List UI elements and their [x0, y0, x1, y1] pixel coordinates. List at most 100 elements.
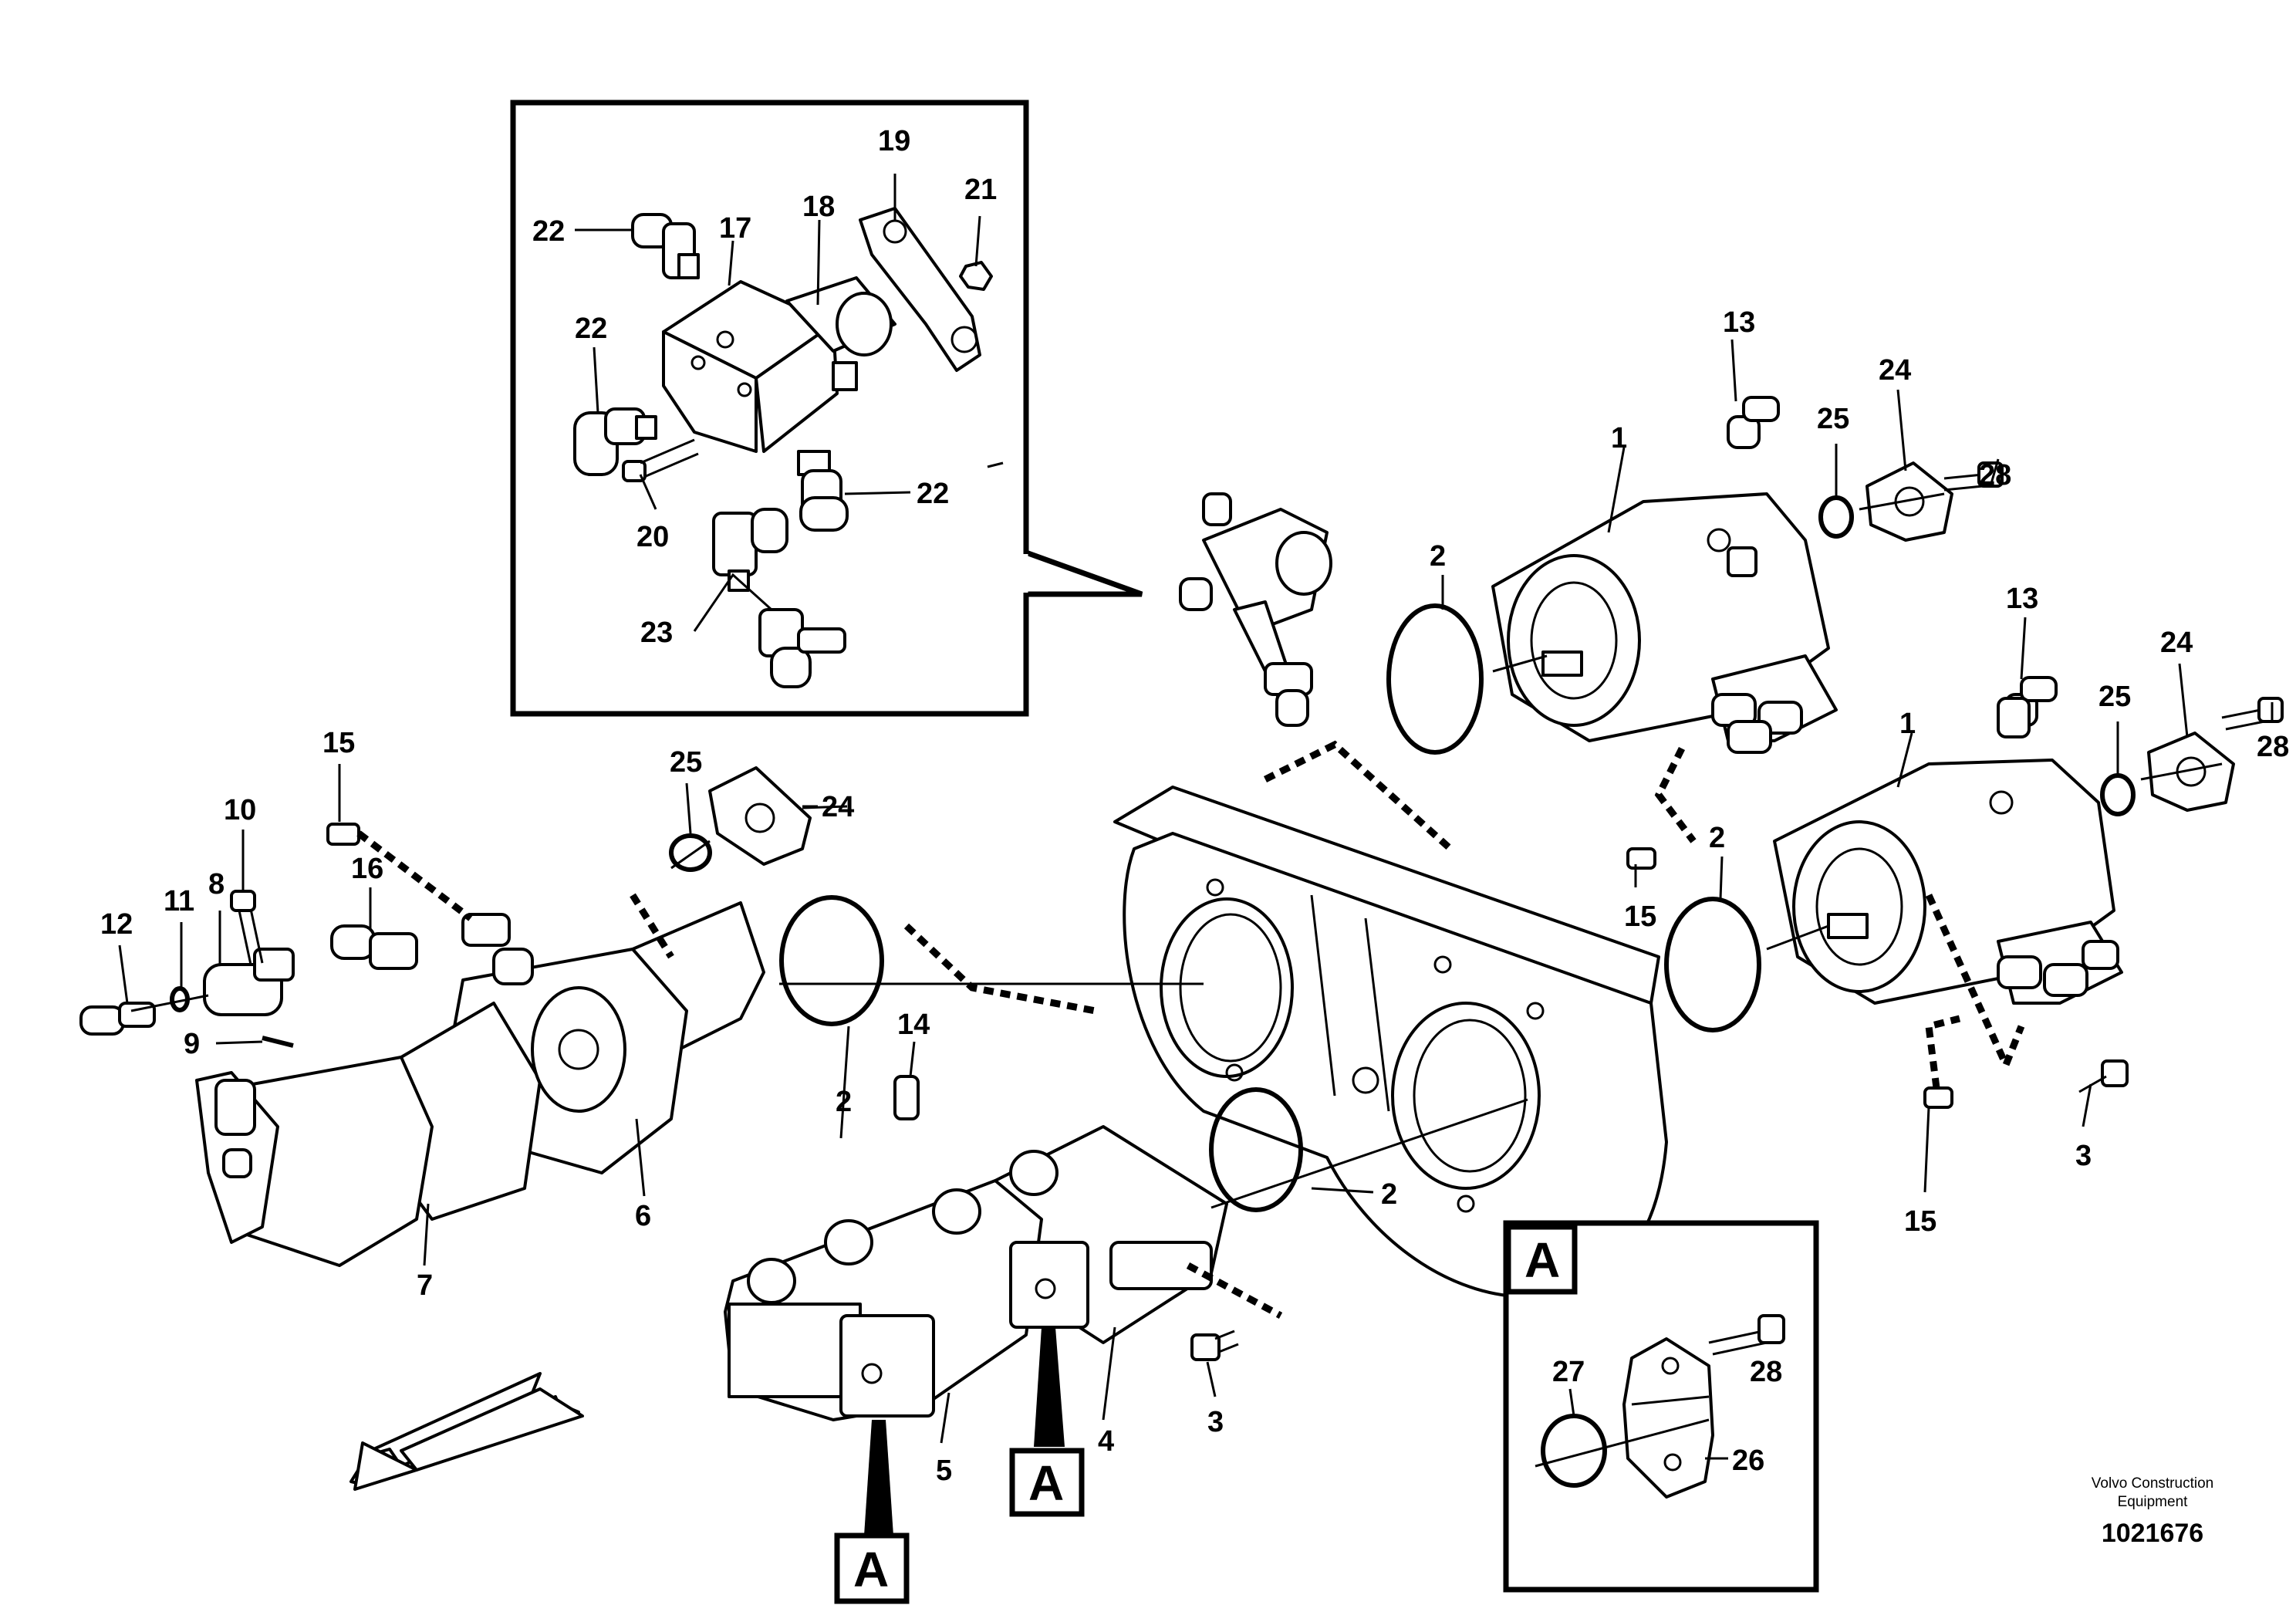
- pump-assembly-4-5: [724, 1125, 1228, 1421]
- manufacturer-name: Volvo Construction: [2092, 1475, 2213, 1492]
- elbow-13-right: [1997, 697, 2031, 738]
- callout-7: 7: [417, 1269, 433, 1302]
- plug-15-left: [326, 823, 360, 846]
- callout-13: 13: [2006, 583, 2038, 615]
- bracket-19: [859, 207, 981, 372]
- hydraulic-pump-1-upper: [1491, 396, 1838, 754]
- elbow-22-left: [573, 407, 657, 476]
- callout-2: 2: [1430, 540, 1446, 573]
- pump-drive-housing: [1113, 786, 1668, 1299]
- callout-2: 2: [1381, 1178, 1397, 1211]
- callout-22: 22: [917, 478, 949, 510]
- callout-26: 26: [1732, 1445, 1764, 1477]
- callout-16: 16: [351, 853, 383, 885]
- axis-lines: [130, 461, 2223, 1209]
- callout-28: 28: [1750, 1356, 1782, 1388]
- callout-14: 14: [897, 1009, 930, 1041]
- view-a-label: A: [853, 1542, 889, 1597]
- callout-8: 8: [208, 868, 225, 901]
- callout-27: 27: [1552, 1356, 1585, 1388]
- leader-lines: [118, 339, 2274, 1444]
- elbow-22-bottom: [797, 450, 849, 532]
- bolt-28-detail: [1708, 1314, 1785, 1356]
- callout-12: 12: [100, 908, 133, 941]
- tee-fitting-23-lower: [758, 608, 846, 688]
- fitting-14: [893, 1075, 920, 1120]
- hydraulic-pump-1-lower: [1773, 676, 2123, 1005]
- o-ring-2-left: [779, 895, 884, 1026]
- o-ring-25-top: [1818, 495, 1854, 539]
- manufacturer-name-line2: Equipment: [2118, 1494, 2189, 1510]
- callout-24: 24: [1879, 354, 1911, 387]
- screw-20: [622, 438, 699, 482]
- callout-24: 24: [822, 791, 854, 823]
- screw-3-bottom: [1190, 1330, 1239, 1361]
- callout-6: 6: [635, 1200, 651, 1232]
- callout-22: 22: [532, 215, 565, 248]
- view-a-label: A: [1028, 1455, 1064, 1511]
- callout-4: 4: [1098, 1425, 1114, 1458]
- callout-25: 25: [2098, 681, 2131, 713]
- callout-17: 17: [719, 212, 751, 245]
- callout-15: 15: [1624, 901, 1656, 933]
- callout-3: 3: [1207, 1406, 1224, 1438]
- o-ring-25-left: [669, 833, 712, 872]
- callout-10: 10: [224, 794, 256, 826]
- detail-view-a: A 27 28 26: [1503, 1220, 1819, 1593]
- mounted-valve-group: [1179, 492, 1332, 727]
- direction-arrow: [349, 1372, 584, 1491]
- callout-numbers: 22 17 18 19 21 22 20 22 23 13 1 25 24 28…: [100, 125, 2289, 1487]
- callout-23: 23: [640, 617, 673, 649]
- elbow-22-top: [631, 213, 700, 279]
- callout-2: 2: [1709, 822, 1725, 854]
- view-a-marker-right: A: [1009, 1327, 1085, 1517]
- valve-8: [203, 948, 295, 1016]
- pump-assembly-6-7: [195, 901, 765, 1267]
- o-ring-2-bottom: [1209, 1087, 1303, 1212]
- screw-10: [230, 890, 264, 965]
- bolt-28-right: [2221, 697, 2284, 731]
- callout-18: 18: [802, 191, 835, 223]
- callout-13: 13: [1723, 306, 1755, 339]
- detail-inset: [510, 100, 1143, 717]
- tee-fitting-23-upper: [712, 508, 788, 592]
- o-ring-2-top: [1386, 603, 1484, 755]
- plug-15-center: [1626, 847, 1656, 870]
- callout-9: 9: [184, 1028, 200, 1060]
- callout-28: 28: [2257, 731, 2289, 763]
- callout-20: 20: [636, 521, 669, 553]
- elbow-fitting-12: [79, 1002, 156, 1036]
- document-number: 1021676: [2102, 1519, 2203, 1548]
- callout-1: 1: [1611, 422, 1627, 454]
- flange-24-right: [2147, 732, 2235, 812]
- solenoid-18: [785, 276, 896, 391]
- split-flange-26: [1622, 1337, 1714, 1499]
- screw-3-right: [2078, 1059, 2129, 1093]
- callout-15: 15: [322, 727, 355, 759]
- callout-11: 11: [164, 885, 194, 917]
- view-a-marker-left: A: [834, 1420, 910, 1604]
- o-ring-2-right: [1664, 897, 1761, 1032]
- nut-21: [959, 261, 993, 291]
- view-a-title: A: [1524, 1232, 1560, 1288]
- o-ring-25-right: [2100, 773, 2136, 816]
- ring-9: [262, 1036, 294, 1048]
- callout-25: 25: [1817, 403, 1849, 435]
- callout-3: 3: [2075, 1140, 2092, 1172]
- callout-24: 24: [2160, 627, 2193, 659]
- flange-24-top: [1866, 461, 1953, 542]
- callout-1: 1: [1899, 708, 1916, 740]
- plug-15-right-bottom: [1923, 1086, 1953, 1109]
- callout-25: 25: [670, 746, 702, 779]
- flange-24-left: [708, 766, 812, 866]
- callout-2: 2: [836, 1086, 852, 1118]
- credit-block: Volvo Construction Equipment 1021676: [2092, 1475, 2213, 1548]
- callout-5: 5: [936, 1455, 952, 1487]
- assembly-paths: [356, 740, 2025, 1319]
- callout-15: 15: [1904, 1205, 1936, 1238]
- callout-22: 22: [575, 313, 607, 345]
- callout-28: 28: [1979, 459, 2011, 492]
- callout-21: 21: [964, 174, 997, 206]
- callout-19: 19: [878, 125, 910, 157]
